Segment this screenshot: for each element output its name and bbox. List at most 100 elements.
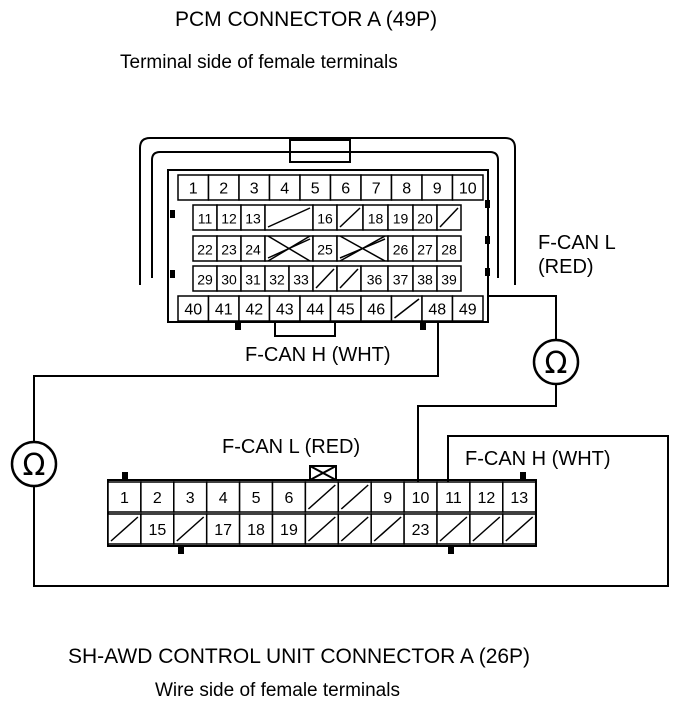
terminal-number: 2 bbox=[219, 181, 228, 198]
pcm-terminal: 46 bbox=[360, 295, 393, 322]
awd-terminal: 19 bbox=[271, 513, 307, 545]
terminal-number: 5 bbox=[311, 181, 320, 198]
terminal-number: 3 bbox=[186, 490, 195, 507]
awd-terminal: 2 bbox=[140, 481, 175, 513]
pcm-terminal: 37 bbox=[387, 265, 414, 292]
terminal-number: 27 bbox=[417, 242, 433, 258]
pcm-terminal bbox=[336, 204, 364, 231]
terminal-number: 40 bbox=[184, 302, 202, 319]
pcm-terminal: 7 bbox=[360, 174, 393, 201]
pcm-terminal: 12 bbox=[216, 204, 242, 231]
terminal-number: 38 bbox=[417, 272, 433, 288]
awd-terminal: 6 bbox=[271, 481, 307, 513]
ohmmeter-icon: Ω bbox=[532, 338, 580, 386]
pcm-terminal: 29 bbox=[192, 265, 218, 292]
pcm-terminal: 23 bbox=[216, 235, 242, 262]
terminal-number: 32 bbox=[269, 272, 285, 288]
terminal-number: 11 bbox=[198, 211, 213, 227]
pcm-housing-outline bbox=[139, 137, 516, 285]
terminal-number: 45 bbox=[337, 302, 355, 319]
pcm-connector-subtitle: Terminal side of female terminals bbox=[120, 52, 398, 73]
terminal-number: 19 bbox=[393, 211, 409, 227]
pcm-terminal: 13 bbox=[240, 204, 266, 231]
terminal-number: 23 bbox=[412, 522, 430, 539]
pcm-terminal: 22 bbox=[192, 235, 218, 262]
pcm-terminal: 33 bbox=[288, 265, 314, 292]
pcm-terminal: 19 bbox=[387, 204, 414, 231]
pcm-terminal: 9 bbox=[421, 174, 454, 201]
pcm-bottom-tab bbox=[274, 321, 336, 337]
pcm-terminal bbox=[436, 204, 462, 231]
pcm-terminal: 41 bbox=[207, 295, 240, 322]
wire-pcm49-to-right-meter bbox=[487, 295, 557, 340]
pcm-terminal: 28 bbox=[436, 235, 462, 262]
terminal-number: 28 bbox=[441, 242, 457, 258]
awd-terminal bbox=[370, 513, 405, 545]
terminal-number: 13 bbox=[510, 490, 528, 507]
terminal-number: 4 bbox=[219, 490, 228, 507]
pcm-terminal: 45 bbox=[329, 295, 362, 322]
pcm-terminal: 48 bbox=[421, 295, 454, 322]
terminal-number: 12 bbox=[221, 211, 237, 227]
pcm-housing-inner bbox=[151, 151, 499, 278]
awd-terminal: 18 bbox=[238, 513, 274, 545]
awd-terminal bbox=[304, 513, 340, 545]
pcm-terminal: 27 bbox=[412, 235, 438, 262]
terminal-number: 43 bbox=[276, 302, 294, 319]
awd-terminal: 13 bbox=[502, 481, 537, 513]
fcan-l-pcm-color-label: (RED) bbox=[538, 256, 594, 278]
terminal-number: 17 bbox=[214, 522, 232, 539]
pcm-terminal: 24 bbox=[240, 235, 266, 262]
awd-top-latch bbox=[309, 465, 337, 481]
awd-terminal bbox=[304, 481, 340, 513]
pcm-terminal bbox=[336, 265, 362, 292]
terminal-number: 4 bbox=[280, 181, 289, 198]
awd-terminal: 12 bbox=[469, 481, 504, 513]
terminal-number: 15 bbox=[148, 522, 166, 539]
terminal-number: 48 bbox=[428, 302, 446, 319]
terminal-number: 23 bbox=[221, 242, 237, 258]
terminal-number: 25 bbox=[317, 242, 333, 258]
pcm-terminal: 25 bbox=[312, 235, 338, 262]
terminal-number: 13 bbox=[245, 211, 261, 227]
pcm-terminal: 36 bbox=[360, 265, 389, 292]
terminal-number: 9 bbox=[433, 181, 442, 198]
terminal-number: 36 bbox=[367, 272, 383, 288]
awd-terminal bbox=[337, 513, 372, 545]
terminal-number: 22 bbox=[197, 242, 213, 258]
awd-terminal: 4 bbox=[205, 481, 241, 513]
terminal-number: 29 bbox=[197, 272, 213, 288]
pcm-terminal: 4 bbox=[268, 174, 301, 201]
fcan-l-pcm-label: F-CAN L bbox=[538, 232, 616, 254]
pcm-terminal: 49 bbox=[451, 295, 484, 322]
awd-terminal: 10 bbox=[403, 481, 438, 513]
awd-terminal bbox=[173, 513, 208, 545]
pcm-terminal: 30 bbox=[216, 265, 242, 292]
pcm-terminal: 31 bbox=[240, 265, 266, 292]
awd-terminal bbox=[502, 513, 537, 545]
terminal-number: 1 bbox=[189, 181, 198, 198]
ohmmeter-icon: Ω bbox=[10, 440, 58, 488]
pcm-terminal: 10 bbox=[451, 174, 484, 201]
terminal-number: 6 bbox=[284, 490, 293, 507]
awd-terminal: 9 bbox=[370, 481, 405, 513]
awd-terminal: 1 bbox=[107, 481, 142, 513]
awd-connector-title: SH-AWD CONTROL UNIT CONNECTOR A (26P) bbox=[68, 645, 531, 668]
terminal-number: 31 bbox=[245, 272, 261, 288]
pcm-terminal: 43 bbox=[268, 295, 301, 322]
pcm-terminal: 3 bbox=[238, 174, 271, 201]
pcm-terminal: 18 bbox=[362, 204, 389, 231]
terminal-number: 19 bbox=[280, 522, 298, 539]
awd-terminal: 17 bbox=[205, 513, 241, 545]
pcm-terminal: 20 bbox=[412, 204, 438, 231]
pcm-terminal: 38 bbox=[412, 265, 438, 292]
terminal-number: 41 bbox=[215, 302, 233, 319]
pcm-top-latch bbox=[289, 139, 351, 163]
awd-terminal: 3 bbox=[173, 481, 208, 513]
terminal-number: 24 bbox=[245, 242, 261, 258]
terminal-number: 18 bbox=[368, 211, 384, 227]
terminal-number: 49 bbox=[459, 302, 477, 319]
terminal-number: 11 bbox=[445, 490, 462, 507]
pcm-terminal: 26 bbox=[387, 235, 414, 262]
terminal-number: 9 bbox=[383, 490, 392, 507]
